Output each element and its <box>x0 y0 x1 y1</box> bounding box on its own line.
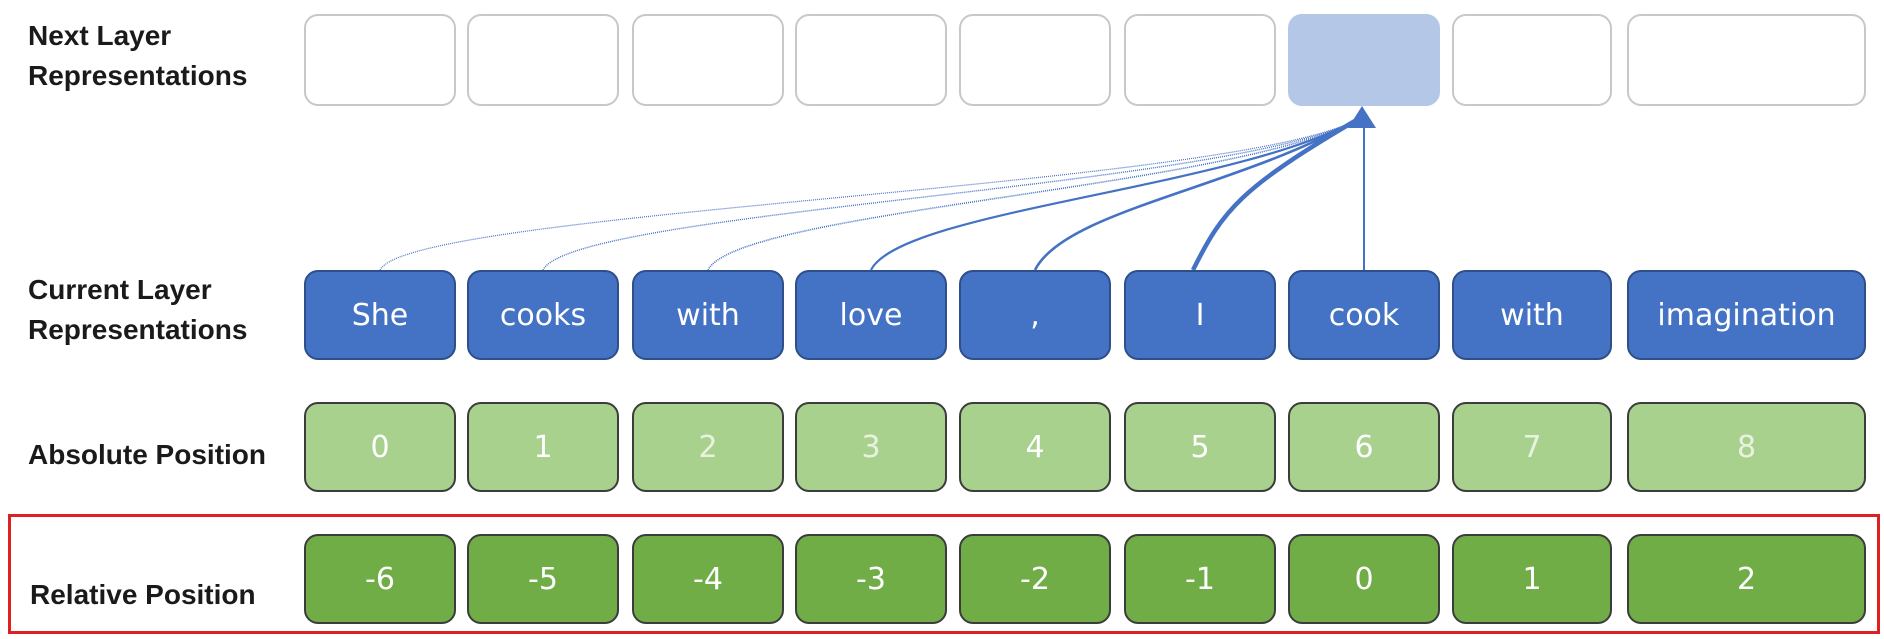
token-box-0: She <box>304 270 456 360</box>
next-layer-box-8 <box>1627 14 1866 106</box>
relative-position-box-0: -6 <box>304 534 456 624</box>
next-layer-box-6 <box>1288 14 1440 106</box>
relative-position-box-5: -1 <box>1124 534 1276 624</box>
absolute-position-box-4: 4 <box>959 402 1111 492</box>
absolute-position-box-2: 2 <box>632 402 784 492</box>
absolute-position-box-7: 7 <box>1452 402 1612 492</box>
current-layer-label: Current Layer Representations <box>28 270 247 350</box>
attention-arrow-0 <box>379 117 1361 271</box>
relative-position-box-7: 1 <box>1452 534 1612 624</box>
absolute-position-box-8: 8 <box>1627 402 1866 492</box>
token-box-6: cook <box>1288 270 1440 360</box>
next-layer-box-3 <box>795 14 947 106</box>
absolute-position-box-5: 5 <box>1124 402 1276 492</box>
token-box-8: imagination <box>1627 270 1866 360</box>
token-box-7: with <box>1452 270 1612 360</box>
token-box-5: I <box>1124 270 1276 360</box>
attention-arrow-5 <box>1190 116 1362 272</box>
attention-arrow-4 <box>1033 116 1361 271</box>
next-layer-box-1 <box>467 14 619 106</box>
absolute-position-box-6: 6 <box>1288 402 1440 492</box>
next-layer-box-5 <box>1124 14 1276 106</box>
absolute-position-box-1: 1 <box>467 402 619 492</box>
next-layer-box-2 <box>632 14 784 106</box>
arrowhead-icon <box>1348 106 1376 128</box>
next-layer-label-line2: Representations <box>28 60 248 91</box>
next-layer-box-0 <box>304 14 456 106</box>
token-box-2: with <box>632 270 784 360</box>
relative-position-box-4: -2 <box>959 534 1111 624</box>
current-layer-label-line2: Representations <box>28 314 248 345</box>
attention-arrow-1 <box>542 117 1361 271</box>
relative-position-box-8: 2 <box>1627 534 1866 624</box>
absolute-position-box-3: 3 <box>795 402 947 492</box>
relative-position-label: Relative Position <box>30 579 256 610</box>
absolute-position-box-0: 0 <box>304 402 456 492</box>
token-box-1: cooks <box>467 270 619 360</box>
next-layer-label: Next Layer Representations <box>28 16 247 96</box>
next-layer-box-4 <box>959 14 1111 106</box>
attention-arrow-3 <box>870 117 1361 271</box>
relative-position-box-3: -3 <box>795 534 947 624</box>
relative-position-box-6: 0 <box>1288 534 1440 624</box>
token-box-3: love <box>795 270 947 360</box>
relative-position-box-1: -5 <box>467 534 619 624</box>
attention-arrow-2 <box>707 117 1361 271</box>
current-layer-label-line1: Current Layer <box>28 274 212 305</box>
relative-position-box-2: -4 <box>632 534 784 624</box>
next-layer-box-7 <box>1452 14 1612 106</box>
next-layer-label-line1: Next Layer <box>28 20 172 51</box>
token-box-4: , <box>959 270 1111 360</box>
absolute-position-label: Absolute Position <box>28 439 266 470</box>
relative-position-highlight-frame <box>8 514 1880 634</box>
